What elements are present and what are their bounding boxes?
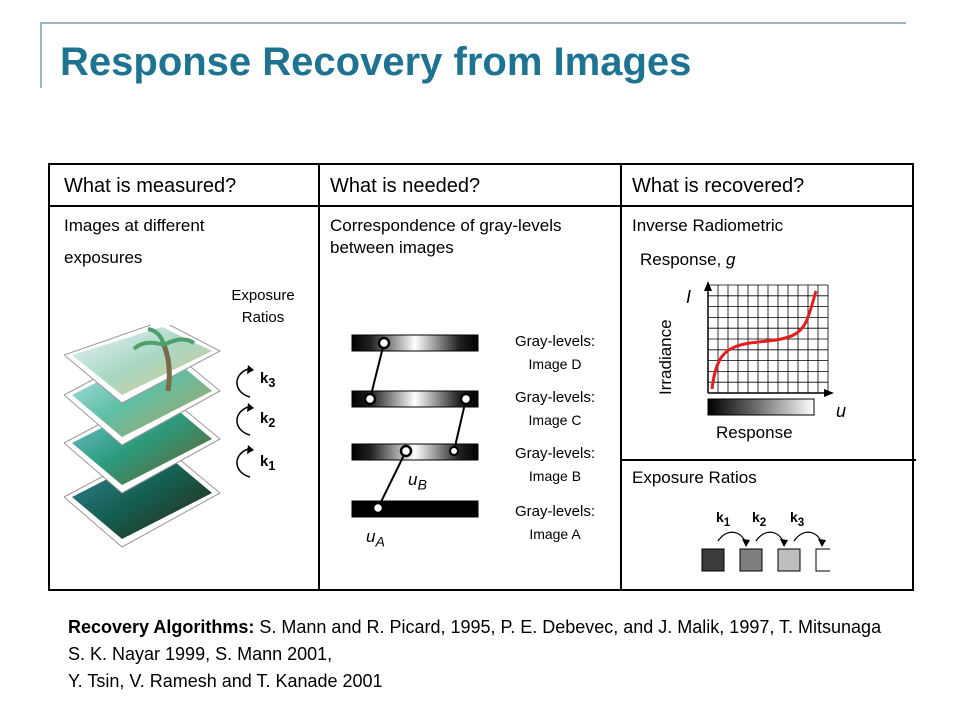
exposure-swatch (777, 548, 801, 572)
header-divider (50, 205, 912, 207)
recovered-line1: Inverse Radiometric (632, 216, 784, 235)
gray-label-b: Gray-levels: Image B (514, 445, 596, 484)
header-needed: What is needed? (330, 175, 481, 197)
ratio-arrow-1 (236, 448, 251, 478)
gray-bar-image-b (351, 443, 479, 461)
image-layer-4 (64, 325, 222, 404)
exposure-swatch (739, 548, 763, 572)
point-ua (371, 501, 385, 515)
ratio-k1: k1 (260, 453, 276, 473)
ratio-arrow-3 (236, 368, 251, 398)
footer-heading: Recovery Algorithms: (68, 617, 255, 637)
measured-line2: exposures (64, 248, 143, 267)
plot-grid (707, 284, 829, 394)
column-divider (318, 165, 320, 589)
response-curve (710, 290, 818, 390)
inverse-response-plot (704, 281, 834, 416)
response-gradient-bar (707, 398, 815, 416)
gray-label-a: Gray-levels: Image A (514, 503, 596, 542)
header-recovered: What is recovered? (632, 175, 805, 197)
frame-left-line (40, 22, 42, 88)
recovered-k3: k3 (790, 509, 805, 529)
exposure-swatch (701, 548, 725, 572)
exposure-swatches (701, 531, 830, 572)
recovered-k2: k2 (752, 509, 767, 529)
ratio-arrow-2 (236, 406, 251, 436)
exposure-ratios-line2: Ratios (241, 309, 285, 326)
comparison-table: What is measured? What is needed? What i… (48, 163, 916, 591)
column-divider (620, 165, 622, 589)
frame-top-line (40, 22, 906, 24)
recovered-line2: Response, g (640, 250, 736, 269)
u-axis-label: u (836, 401, 847, 421)
exposure-ratios-heading: Exposure Ratios (632, 468, 757, 487)
ratio-k3: k3 (260, 370, 276, 390)
gray-bar-image-d (351, 334, 479, 352)
ua-label: uA (366, 527, 385, 551)
point-ub (399, 444, 413, 458)
irradiance-symbol: I (686, 287, 692, 307)
footer-citations-line3: Y. Tsin, V. Ramesh and T. Kanade 2001 (68, 671, 383, 691)
exposure-ratios-line1: Exposure (231, 287, 295, 304)
recovered-divider (620, 459, 916, 461)
gray-level-correspondence-diagram (351, 334, 479, 518)
exposure-swatch (815, 548, 830, 572)
response-label: Response (716, 423, 793, 442)
gray-label-d: Gray-levels: Image D (514, 333, 596, 372)
ratio-k2: k2 (260, 410, 276, 430)
exposure-ratios-label: Exposure Ratios (208, 285, 318, 329)
irradiance-axis-label: Irradiance (656, 319, 675, 395)
gray-bar-image-a (351, 500, 479, 518)
needed-text: Correspondence of gray-levels between im… (330, 216, 562, 257)
header-measured: What is measured? (64, 175, 237, 197)
slide-title: Response Recovery from Images (60, 40, 692, 84)
exposure-stack-illustration (64, 325, 254, 548)
footer-citations: S. Mann and R. Picard, 1995, P. E. Debev… (68, 617, 882, 664)
gray-label-c: Gray-levels: Image C (514, 389, 596, 428)
recovered-k1: k1 (716, 509, 731, 529)
measured-line1: Images at different (64, 216, 205, 235)
ub-label: uB (408, 470, 427, 494)
recovery-algorithms-footer: Recovery Algorithms: S. Mann and R. Pica… (68, 614, 898, 695)
gray-bar-image-c (351, 390, 479, 408)
